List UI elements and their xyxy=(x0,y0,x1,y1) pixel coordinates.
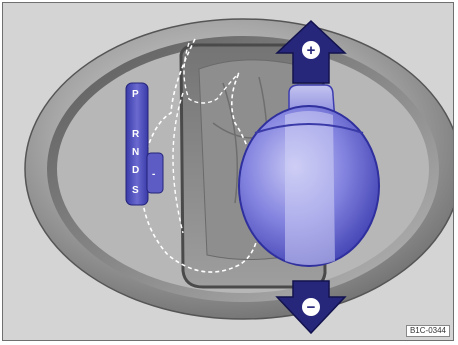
tiptronic-minus-label: - xyxy=(152,169,155,180)
gate-letter-r: R xyxy=(132,129,140,140)
knob-highlight xyxy=(285,111,335,265)
gate-letter-d: D xyxy=(132,165,139,176)
plus-symbol: + xyxy=(307,42,316,59)
minus-symbol: − xyxy=(307,299,316,316)
gate-letter-p: P xyxy=(132,89,139,100)
image-code-label: B1C-0344 xyxy=(406,325,450,337)
gate-letter-s: S xyxy=(132,185,139,196)
gear-selector-illustration: P R N D S - + − xyxy=(3,3,454,341)
gate-letter-n: N xyxy=(132,147,139,158)
illustration-frame: P R N D S - + − B1C-0344 xyxy=(2,2,454,341)
